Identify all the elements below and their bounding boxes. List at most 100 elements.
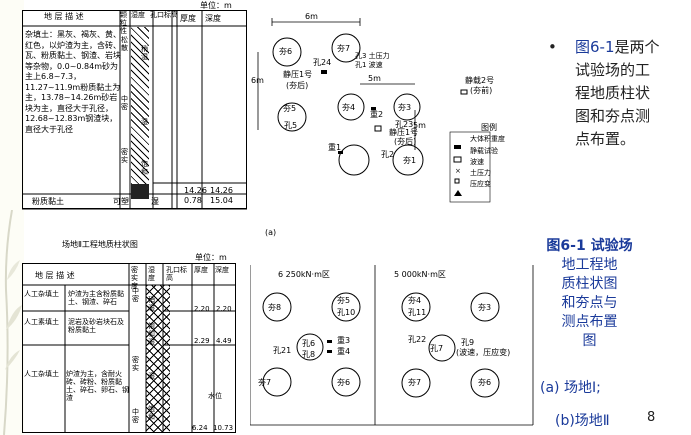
log-a-moisture-1: 稍湿 xyxy=(141,45,148,61)
log-b-row2-moisture: 饱和湿 xyxy=(148,322,155,346)
log-a-header-desc: 地 层 描 述 xyxy=(44,12,84,21)
site-b-layout-diagram xyxy=(250,265,534,426)
figure-caption-line-2: 地工程地 xyxy=(561,257,618,273)
log-b-bottom-density: 中密 xyxy=(132,408,139,424)
log-a-hatch-fill xyxy=(131,27,149,184)
site-b-hole-ram7-left: 夯7 xyxy=(258,378,272,387)
log-b-row2-desc: 泥岩及砂岩块石及粉质黏土 xyxy=(68,318,124,334)
figure-caption: 图6-1 试验场 地工程地 质柱状图 和夯点与 测点布置 图 xyxy=(532,237,647,351)
figure-caption-line-6: 图 xyxy=(582,333,597,349)
site-b-label-k6: 孔6 xyxy=(302,339,316,348)
log-b-row2-depth: 4.49 xyxy=(216,337,232,345)
log-a-thick-2: 0.78 xyxy=(184,196,202,205)
log-a-depth-1: 14.26 xyxy=(210,186,233,195)
figure-caption-line-5: 测点布置 xyxy=(561,314,618,330)
site-a-label-k24: 孔24 xyxy=(313,58,332,67)
log-a-header-elev: 孔口标高 xyxy=(150,11,178,19)
unit-label-b: 单位：m xyxy=(195,253,227,262)
site-a-scale-6m-vertical: 6m xyxy=(251,76,264,85)
log-b-water-label: 水位 xyxy=(208,392,222,400)
borehole-log-b xyxy=(22,263,236,433)
caption-site-b: (b)场地Ⅱ xyxy=(555,413,610,429)
log-a-depth-2: 15.04 xyxy=(210,196,233,205)
site-a-legend-3: 波速 xyxy=(470,158,484,166)
site-b-hole-ram7-right: 夯7 xyxy=(408,378,422,387)
log-a-layer2-moisture: 湿 xyxy=(151,197,159,206)
site-a-legend-title: 图例 xyxy=(481,123,497,132)
site-a-label-z2: 重2 xyxy=(370,110,384,119)
figure-caption-line-3: 质柱状图 xyxy=(561,276,618,292)
site-b-label-z3: 重3 xyxy=(337,336,351,345)
figure-caption-line-1: 图6-1 试验场 xyxy=(546,238,633,254)
bullet-line-1: 图6-1是两个 xyxy=(575,36,690,59)
log-b-row1-desc: 炉渣为主含粉质黏土、钢渣、碎石 xyxy=(68,290,124,306)
log-a-moisture-2: 湿 xyxy=(141,118,148,126)
site-a-label-static1-after: (夯后) xyxy=(286,81,309,90)
log-a-thick-1: 14.26 xyxy=(184,186,207,195)
site-a-label-static2: 静载2号 xyxy=(465,76,495,85)
log-b-row3-name: 人工杂填土 xyxy=(24,370,59,378)
caption-site-a: (a) 场地Ⅰ; xyxy=(540,380,601,396)
unit-label-a: 单位：m xyxy=(200,1,232,10)
site-b-label-ram5: 夯5 xyxy=(337,296,351,305)
site-a-legend-1: 大体积重度 xyxy=(470,135,505,143)
site-b-label-z4: 重4 xyxy=(337,347,351,356)
site-a-layout-diagram: × xyxy=(257,18,491,203)
site-b-label-k9: 孔9 xyxy=(461,338,475,347)
site-a-hole-ram1: 夯1 xyxy=(403,156,417,165)
log-b-header-moist: 湿度 xyxy=(148,266,155,282)
site-a-label-k23: 孔23 xyxy=(395,120,414,129)
log-a-header-moist: 湿度 xyxy=(131,11,145,19)
site-a-label-k1: 孔1 波速 xyxy=(355,61,383,69)
site-a-label-static1-b-after: (夯后) xyxy=(394,137,417,146)
log-b-title: 场地Ⅱ工程地质柱状图 xyxy=(62,240,138,249)
site-b-label-k9-note: (波速，压应变) xyxy=(456,348,511,357)
log-b-header-thick: 厚度 xyxy=(194,266,208,274)
site-b-label-k7: 孔7 xyxy=(430,344,444,353)
site-b-hole-ram8: 夯8 xyxy=(268,303,282,312)
log-a-header-grain: 颗粒性 xyxy=(120,11,127,35)
site-a-hole-ram6: 夯6 xyxy=(279,47,293,56)
log-b-header-density: 密实度 xyxy=(131,266,138,290)
site-a-legend-5: 压应变 xyxy=(470,180,491,188)
site-b-hole-ram6-left: 夯6 xyxy=(337,378,351,387)
borehole-log-a xyxy=(22,10,247,210)
log-a-header-depth: 深度 xyxy=(205,14,221,23)
bullet-line-3: 程地质柱状 xyxy=(575,84,651,102)
log-a-density-2: 中密 xyxy=(121,95,128,111)
site-a-label-k2: 孔2 xyxy=(381,150,395,159)
site-a-hole-ram7: 夯7 xyxy=(337,44,351,53)
site-a-label-static2-before: (夯前) xyxy=(470,86,493,95)
site-a-label-static1-b: 静压1号 xyxy=(389,128,419,137)
bullet-line-1-rest: 是两个 xyxy=(614,38,660,56)
log-b-hatch-fill xyxy=(146,285,170,433)
page-number: 8 xyxy=(647,410,656,425)
log-b-row3-depth: 10.73 xyxy=(213,424,234,432)
log-a-moisture-3: 饱和 xyxy=(141,160,148,176)
site-a-label-static1: 静压1号 xyxy=(283,70,313,79)
site-a-hole-ram4: 夯4 xyxy=(342,103,356,112)
bullet-line-4: 图和夯点测 xyxy=(575,107,651,125)
site-a-label-z1: 重1 xyxy=(328,143,342,152)
log-b-row1-depth: 2.20 xyxy=(216,305,232,313)
site-b-label-k10: 孔10 xyxy=(337,308,356,317)
bullet-line-5: 点布置。 xyxy=(575,130,636,148)
bullet-dot: • xyxy=(548,38,557,56)
log-a-density-1: 松散 xyxy=(121,36,128,52)
figure-caption-line-4: 和夯点与 xyxy=(561,295,618,311)
site-b-zone2-label: 5 000kN·m区 xyxy=(394,270,446,279)
log-a-layer2-density: 可塑 xyxy=(113,197,129,206)
site-a-legend-2: 静载试验 xyxy=(470,147,498,155)
log-b-row1-moisture: 稍湿 xyxy=(148,296,155,312)
site-b-zone1-label: 6 250kN·m区 xyxy=(278,270,330,279)
bullet-paragraph: 图6-1是两个 试验场的工 程地质柱状 图和夯点测 点布置。 xyxy=(575,36,690,151)
svg-text:×: × xyxy=(455,167,461,175)
site-b-label-k21: 孔21 xyxy=(273,346,292,355)
log-b-row3-moisture: 湿 xyxy=(148,372,155,380)
log-b-row2-name: 人工素填土 xyxy=(24,318,59,326)
log-b-row3-desc: 炉渣为主，含耐火砖、砖粉、粉质黏土、碎石、卵石、钢渣 xyxy=(66,370,129,402)
log-b-bottom-moisture: 饱和 xyxy=(148,405,155,421)
log-a-clay-fill xyxy=(131,184,149,199)
site-a-hole-ram3: 夯3 xyxy=(398,103,412,112)
site-b-hole-ram3: 夯3 xyxy=(478,303,492,312)
